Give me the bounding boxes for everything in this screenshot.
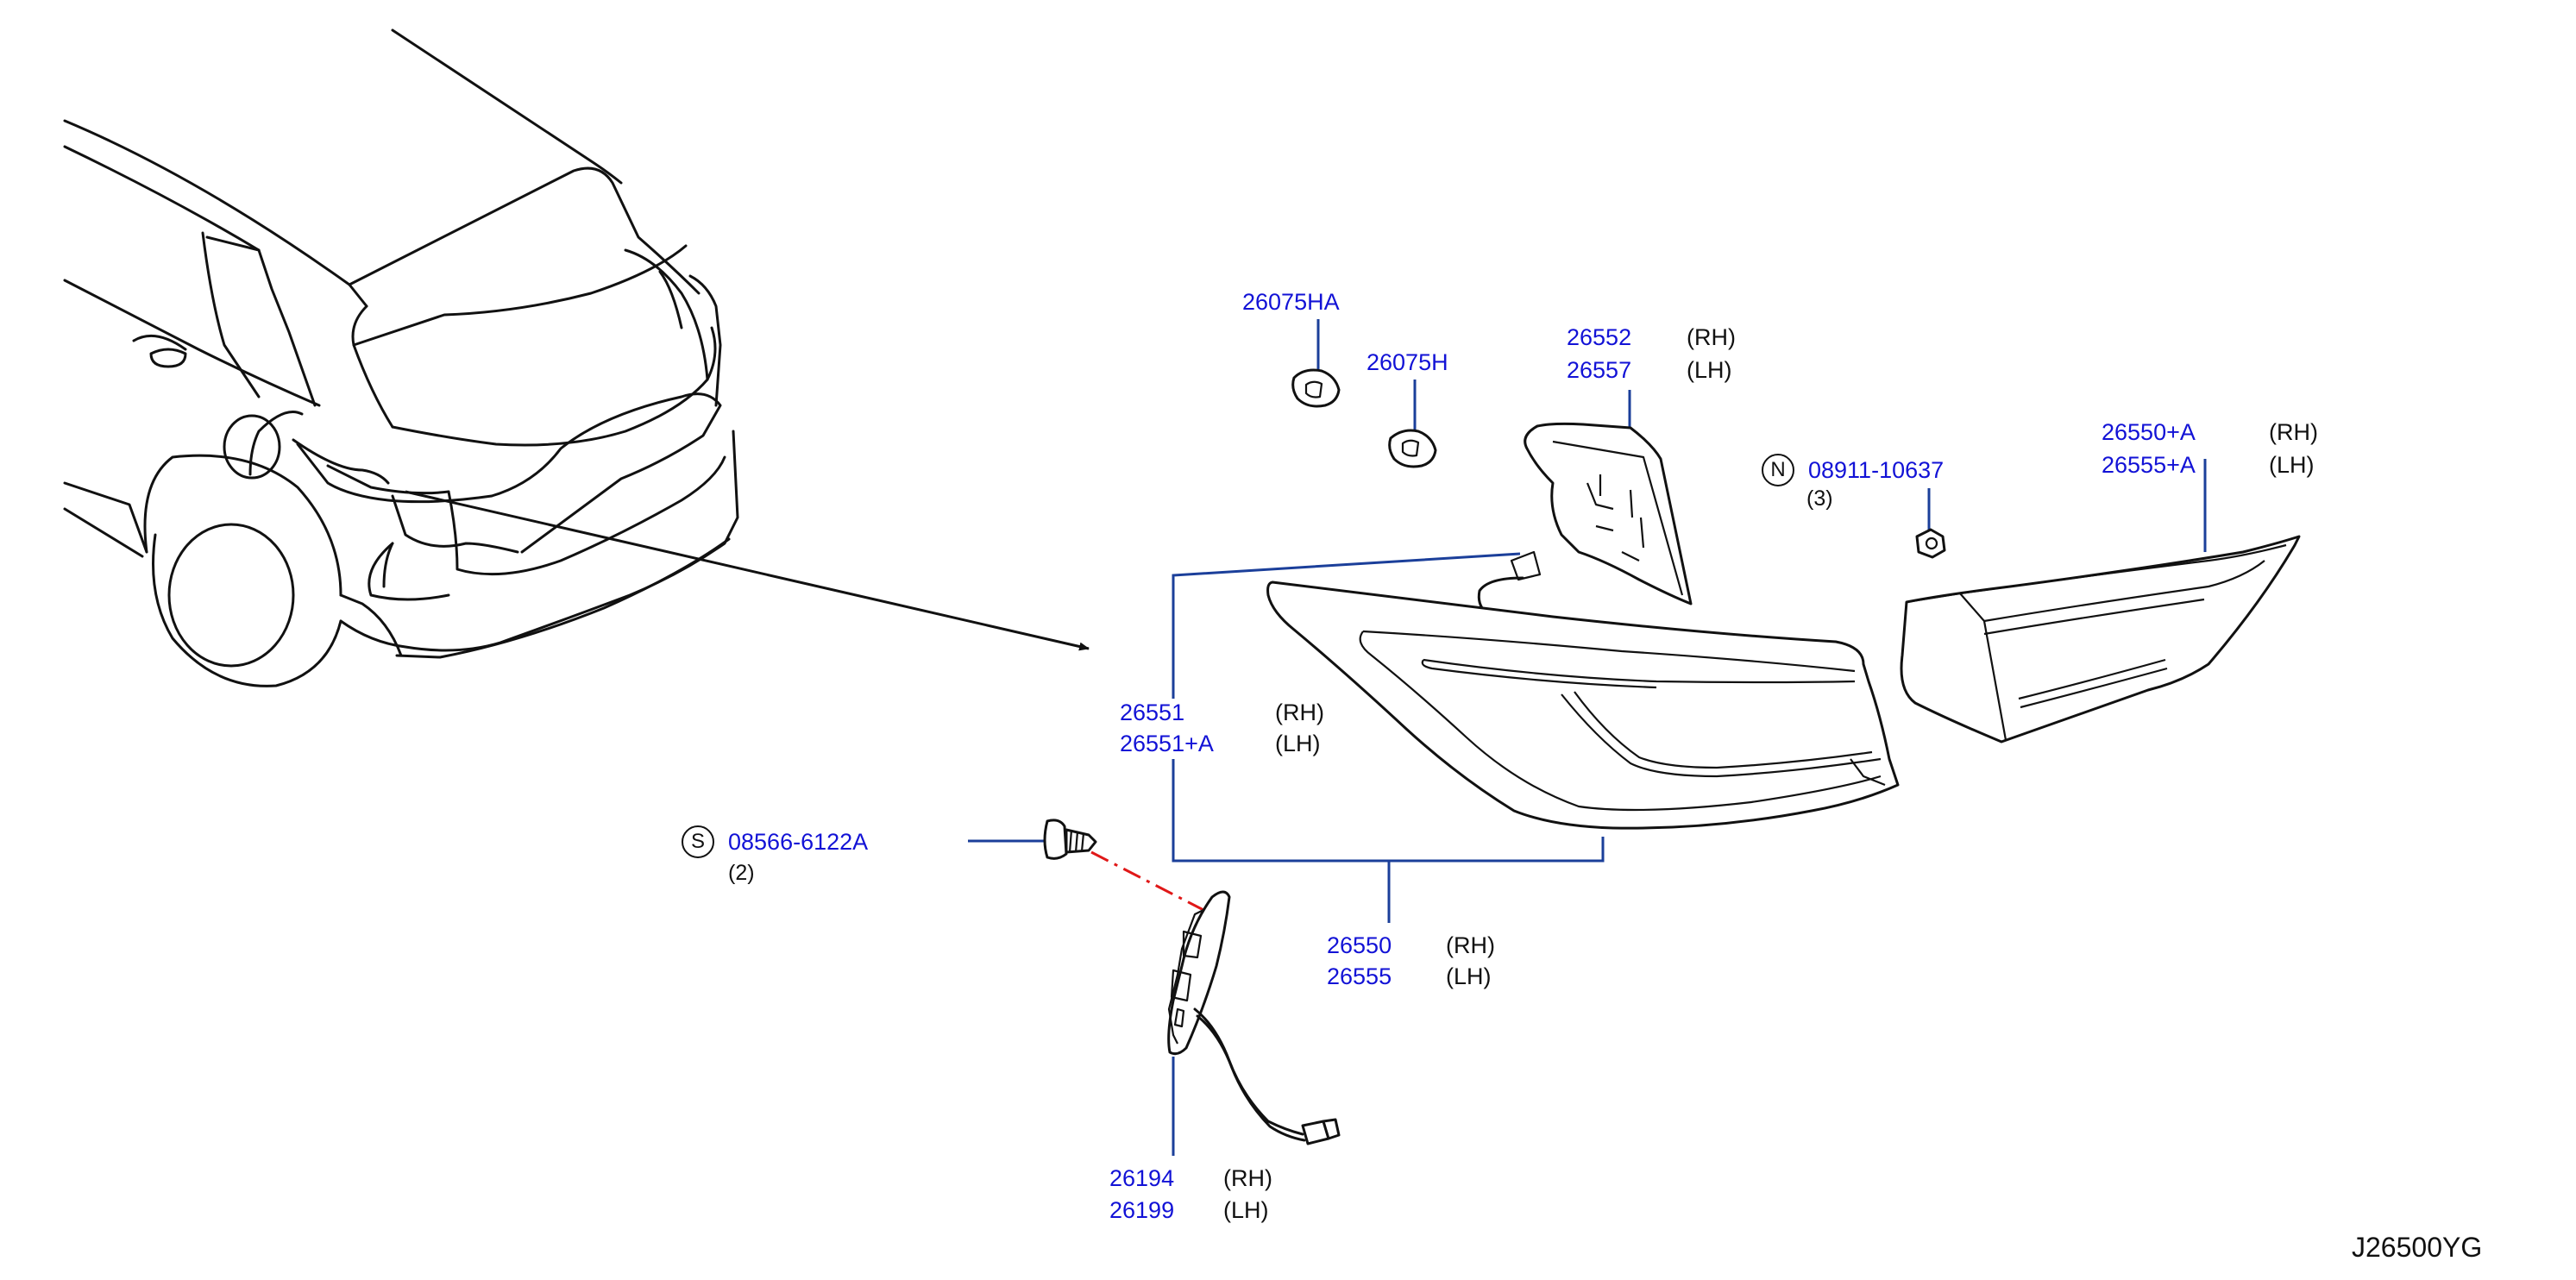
part-number-26075h[interactable]: 26075H — [1367, 349, 1448, 375]
part-number-26551[interactable]: 26551 — [1120, 700, 1185, 725]
bracket-26552-shape — [1524, 390, 1693, 605]
rh-tag-26552: (RH) — [1687, 324, 1736, 350]
lamp-leader-lines — [1172, 552, 1605, 923]
diagram-code: J26500YG — [2352, 1232, 2483, 1263]
nut-badge: N — [1762, 454, 1794, 486]
part-number-08911-10637[interactable]: 08911-10637 — [1808, 457, 1945, 483]
lh-tag-26551a: (LH) — [1275, 731, 1321, 756]
rh-tag-26550a: (RH) — [2269, 419, 2318, 445]
part-number-26555a[interactable]: 26555+A — [2102, 452, 2196, 478]
rh-tag-26550: (RH) — [1446, 932, 1495, 958]
part-number-26555[interactable]: 26555 — [1327, 963, 1392, 989]
screw-quantity: (2) — [728, 861, 755, 885]
gate-lamp-26550a-shape — [1900, 459, 2301, 744]
part-number-26552[interactable]: 26552 — [1567, 324, 1632, 350]
lh-tag-26555: (LH) — [1446, 963, 1492, 989]
rh-tag-26194: (RH) — [1223, 1165, 1272, 1191]
part-number-26550a[interactable]: 26550+A — [2102, 419, 2196, 445]
lh-tag-26557: (LH) — [1687, 357, 1732, 383]
nut-08911-shape — [1915, 488, 1946, 559]
combination-lamp-26551-shape — [1266, 550, 1900, 830]
part-number-26551a[interactable]: 26551+A — [1120, 731, 1214, 756]
part-number-08566-6122a[interactable]: 08566-6122A — [728, 829, 869, 855]
part-number-26199[interactable]: 26199 — [1109, 1197, 1175, 1223]
vehicle-rear-illustration — [63, 28, 739, 687]
install-dash-line — [1090, 850, 1204, 912]
location-arrow — [405, 490, 1090, 651]
part-number-26557[interactable]: 26557 — [1567, 357, 1632, 383]
nut-quantity: (3) — [1806, 486, 1833, 511]
part-number-26075ha[interactable]: 26075HA — [1242, 289, 1340, 315]
rh-tag-26551: (RH) — [1275, 700, 1324, 725]
part-number-26194[interactable]: 26194 — [1109, 1165, 1175, 1191]
lh-tag-26199: (LH) — [1223, 1197, 1269, 1223]
clip-26075h-shape — [1388, 380, 1437, 468]
lh-tag-26555a: (LH) — [2269, 452, 2315, 478]
part-number-26550[interactable]: 26550 — [1327, 932, 1392, 958]
clip-26075ha-shape — [1291, 319, 1341, 408]
side-lamp-26194-shape — [1167, 890, 1341, 1156]
screw-08566-shape — [968, 819, 1204, 912]
screw-badge: S — [682, 825, 714, 858]
